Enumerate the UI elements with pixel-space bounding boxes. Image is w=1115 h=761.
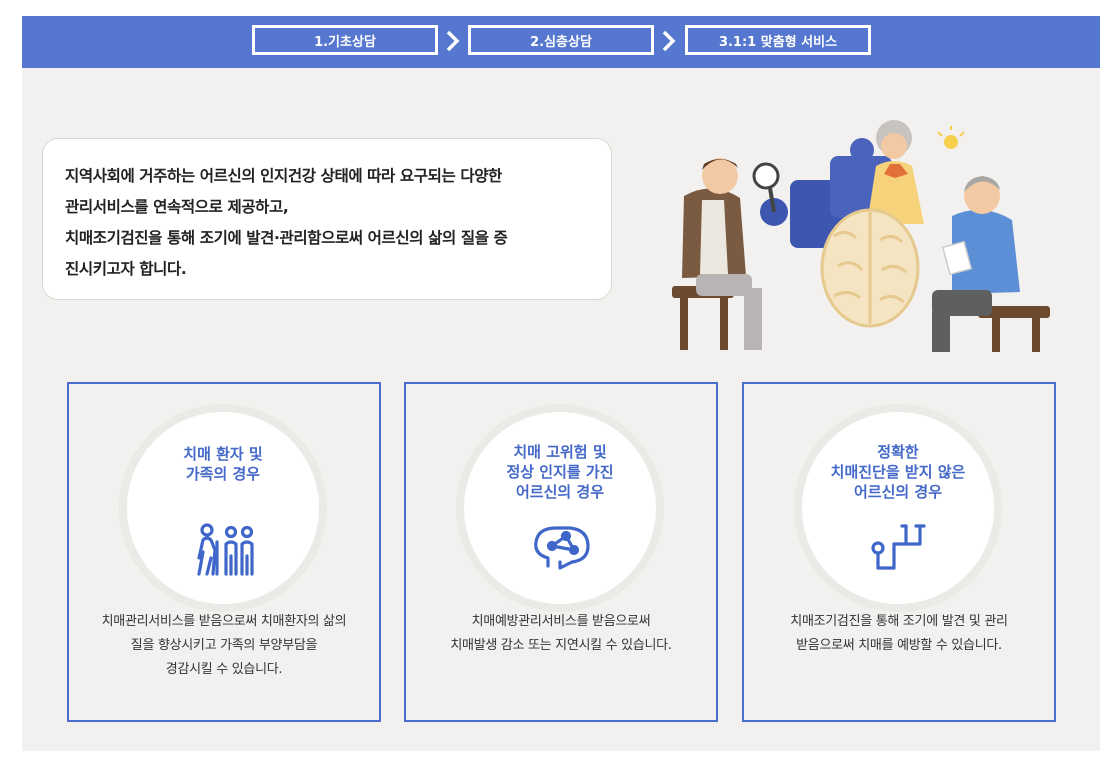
card-title: 정확한 치매진단을 받지 않은 어르신의 경우 (802, 442, 994, 502)
card-circle: 정확한 치매진단을 받지 않은 어르신의 경우 (802, 412, 994, 604)
card-desc-line: 질을 향상시키고 가족의 부양부담을 (130, 638, 318, 653)
elderly-family-icon (197, 523, 254, 576)
step-custom-service[interactable]: 3.1:1 맞춤형 서비스 (685, 25, 871, 55)
card-desc-line: 치매예방관리서비스를 받음으로써 (471, 614, 651, 629)
chevron-right-icon (446, 30, 460, 52)
card-title-line: 치매 환자 및 (183, 445, 263, 463)
content-frame: 1.기초상담 2.심층상담 3.1:1 맞춤형 서비스 지역사회에 거주하는 어… (22, 16, 1100, 751)
card-title: 치매 환자 및 가족의 경우 (127, 444, 319, 484)
service-card-undiagnosed: 정확한 치매진단을 받지 않은 어르신의 경우 치매조기검진을 통해 조기에 발… (742, 382, 1056, 722)
stethoscope-icon (871, 524, 926, 570)
step-navigation: 1.기초상담 2.심층상담 3.1:1 맞춤형 서비스 (22, 16, 1100, 68)
card-title: 치매 고위험 및 정상 인지를 가진 어르신의 경우 (464, 442, 656, 502)
card-circle: 치매 고위험 및 정상 인지를 가진 어르신의 경우 (464, 412, 656, 604)
card-title-line: 정상 인지를 가진 (506, 463, 614, 481)
card-description: 치매관리서비스를 받음으로써 치매환자의 삶의 질을 향상시키고 가족의 부양부… (69, 610, 379, 682)
service-card-patient-family: 치매 환자 및 가족의 경우 치매관리서비스를 받음으로써 치매환자의 삶의 질… (67, 382, 381, 722)
card-description: 치매예방관리서비스를 받음으로써 치매발생 감소 또는 지연시킬 수 있습니다. (406, 610, 716, 658)
brain-network-icon (534, 526, 590, 570)
card-desc-line: 치매조기검진을 통해 조기에 발견 및 관리 (790, 614, 1008, 629)
step-deep-consult[interactable]: 2.심층상담 (468, 25, 654, 55)
card-circle: 치매 환자 및 가족의 경우 (127, 412, 319, 604)
card-title-line: 정확한 (877, 443, 919, 461)
intro-line: 지역사회에 거주하는 어르신의 인지건강 상태에 따라 요구되는 다양한 (65, 167, 502, 185)
intro-line: 관리서비스를 연속적으로 제공하고, (65, 198, 289, 216)
card-description: 치매조기검진을 통해 조기에 발견 및 관리 받음으로써 치매를 예방할 수 있… (744, 610, 1054, 658)
service-card-high-risk: 치매 고위험 및 정상 인지를 가진 어르신의 경우 치매예방관리서비스를 받음… (404, 382, 718, 722)
card-desc-line: 받음으로써 치매를 예방할 수 있습니다. (796, 638, 1002, 653)
card-title-line: 치매진단을 받지 않은 (830, 463, 966, 481)
card-title-line: 어르신의 경우 (853, 483, 943, 501)
elderly-brain-illustration (672, 120, 1050, 352)
card-desc-line: 치매관리서비스를 받음으로써 치매환자의 삶의 (101, 614, 347, 629)
card-title-line: 어르신의 경우 (515, 483, 605, 501)
intro-line: 진시키고자 합니다. (65, 260, 187, 278)
chevron-right-icon (662, 30, 676, 52)
intro-text-box: 지역사회에 거주하는 어르신의 인지건강 상태에 따라 요구되는 다양한 관리서… (42, 138, 612, 300)
card-title-line: 가족의 경우 (185, 465, 261, 483)
card-desc-line: 경감시킬 수 있습니다. (165, 662, 283, 677)
intro-line: 치매조기검진을 통해 조기에 발견·관리함으로써 어르신의 삶의 질을 증 (65, 229, 508, 247)
step-basic-consult[interactable]: 1.기초상담 (252, 25, 438, 55)
card-title-line: 치매 고위험 및 (513, 443, 607, 461)
card-desc-line: 치매발생 감소 또는 지연시킬 수 있습니다. (450, 638, 672, 653)
